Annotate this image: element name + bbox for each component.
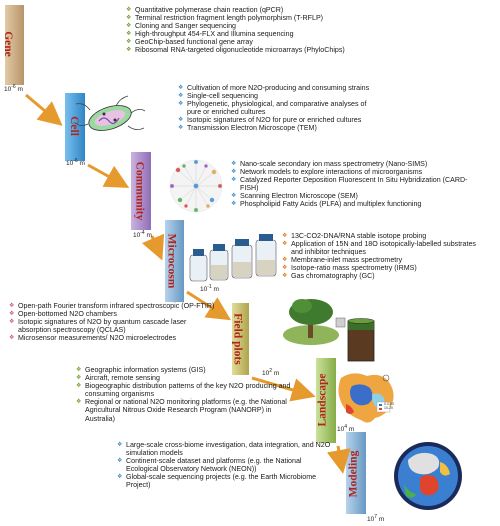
method-item: Terminal restriction fragment length pol… — [126, 14, 426, 22]
method-item: Microsensor measurements/ N2O microelect… — [9, 334, 219, 342]
method-item: High-throughput 454-FLX and Illumina seq… — [126, 30, 426, 38]
method-item: Phospholipid Fatty Acids (PLFA) and mult… — [231, 200, 476, 208]
scale-gene: 10-6 m — [4, 84, 23, 94]
microcosm-methods-list: 13C-CO2-DNA/RNA stable isotope probing A… — [282, 232, 482, 281]
stage-label-modeling: Modeling — [347, 450, 360, 498]
stage-label-landscape: Landscape — [316, 373, 329, 427]
field-plots-methods-list: Open-path Fourier transform infrared spe… — [9, 302, 219, 343]
method-item: Cultivation of more N2O-producing and co… — [178, 84, 378, 92]
method-item: Isotope-ratio mass spectrometry (IRMS) — [282, 264, 482, 272]
globe-illustration — [394, 442, 462, 510]
method-item: Open-bottomed N2O chambers — [9, 310, 219, 318]
bacteria-illustration — [73, 95, 146, 131]
scale-community: 10-4 m — [133, 230, 152, 240]
method-item: Gas chromatography (GC) — [282, 272, 482, 280]
network-illustration — [169, 159, 223, 213]
method-item: Regional or national N2O monitoring plat… — [76, 398, 298, 422]
method-item: Membrane-inlet mass spectrometry — [282, 256, 482, 264]
microcosm-bar — [165, 220, 184, 302]
gene-methods-list: Quantitative polymerase chain reaction (… — [126, 6, 426, 55]
modeling-methods-list: Large-scale cross-biome investigation, d… — [117, 441, 332, 490]
stage-label-community: Community — [133, 161, 146, 221]
field-plot-illustration — [283, 299, 375, 362]
method-item: Isotopic signatures of N2O for pure or e… — [178, 116, 378, 124]
landscape-methods-list: Geographic information systems (GIS) Air… — [76, 366, 298, 423]
scale-modeling: 107 m — [367, 514, 385, 524]
method-item: Global-scale sequencing projects (e.g. t… — [117, 473, 332, 489]
method-item: Continent-scale dataset and platforms (e… — [117, 457, 332, 473]
stage-label-microcosm: Microcosm — [165, 233, 178, 289]
field-plots-bar — [232, 303, 249, 375]
method-item: Phylogenetic, physiological, and compara… — [178, 100, 378, 116]
stage-label-cell: Cell — [67, 116, 80, 136]
scale-microcosm: 10-1 m — [200, 284, 219, 294]
method-item: 13C-CO2-DNA/RNA stable isotope probing — [282, 232, 482, 240]
method-item: Scanning Electron Microscope (SEM) — [231, 192, 476, 200]
method-item: Nano-scale secondary ion mass spectromet… — [231, 160, 476, 168]
method-item: Geographic information systems (GIS) — [76, 366, 298, 374]
map-legend-line-1: 0.0-10 — [384, 402, 394, 406]
scale-cell: 10-6 m — [66, 158, 85, 168]
method-item: Open-path Fourier transform infrared spe… — [9, 302, 219, 310]
stage-label-gene: Gene — [1, 31, 14, 57]
method-item: Transmission Electron Microscope (TEM) — [178, 124, 378, 132]
community-methods-list: Nano-scale secondary ion mass spectromet… — [231, 160, 476, 209]
cell-bar — [65, 93, 85, 161]
landscape-map-illustration — [338, 373, 394, 423]
stage-label-field-plots: Field plots — [231, 313, 244, 365]
method-item: Isotopic signatures of N2O by quantum ca… — [9, 318, 219, 334]
method-item: Aircraft, remote sensing — [76, 374, 298, 382]
method-item: Network models to explore interactions o… — [231, 168, 476, 176]
method-item: Large-scale cross-biome investigation, d… — [117, 441, 332, 457]
method-item: Biogeographic distribution patterns of t… — [76, 382, 298, 398]
modeling-bar — [346, 432, 366, 514]
community-bar — [131, 152, 151, 230]
microcosm-jars-illustration — [189, 234, 277, 282]
method-item: Cloning and Sanger sequencing — [126, 22, 426, 30]
method-item: Single-cell sequencing — [178, 92, 378, 100]
method-item: Ribosomal RNA-targeted oligonucleotide m… — [126, 46, 426, 54]
method-item: Catalyzed Reporter Deposition Fluorescen… — [231, 176, 476, 192]
method-item: GeoChip-based functional gene array — [126, 38, 426, 46]
cell-methods-list: Cultivation of more N2O-producing and co… — [178, 84, 378, 133]
landscape-bar — [316, 358, 336, 443]
method-item: Quantitative polymerase chain reaction (… — [126, 6, 426, 14]
method-item: Application of 15N and 18O isotopically-… — [282, 240, 482, 256]
map-legend-line-2: 10-20 — [384, 406, 393, 410]
gene-bar — [5, 5, 24, 85]
scale-landscape: 104 m — [337, 424, 355, 434]
